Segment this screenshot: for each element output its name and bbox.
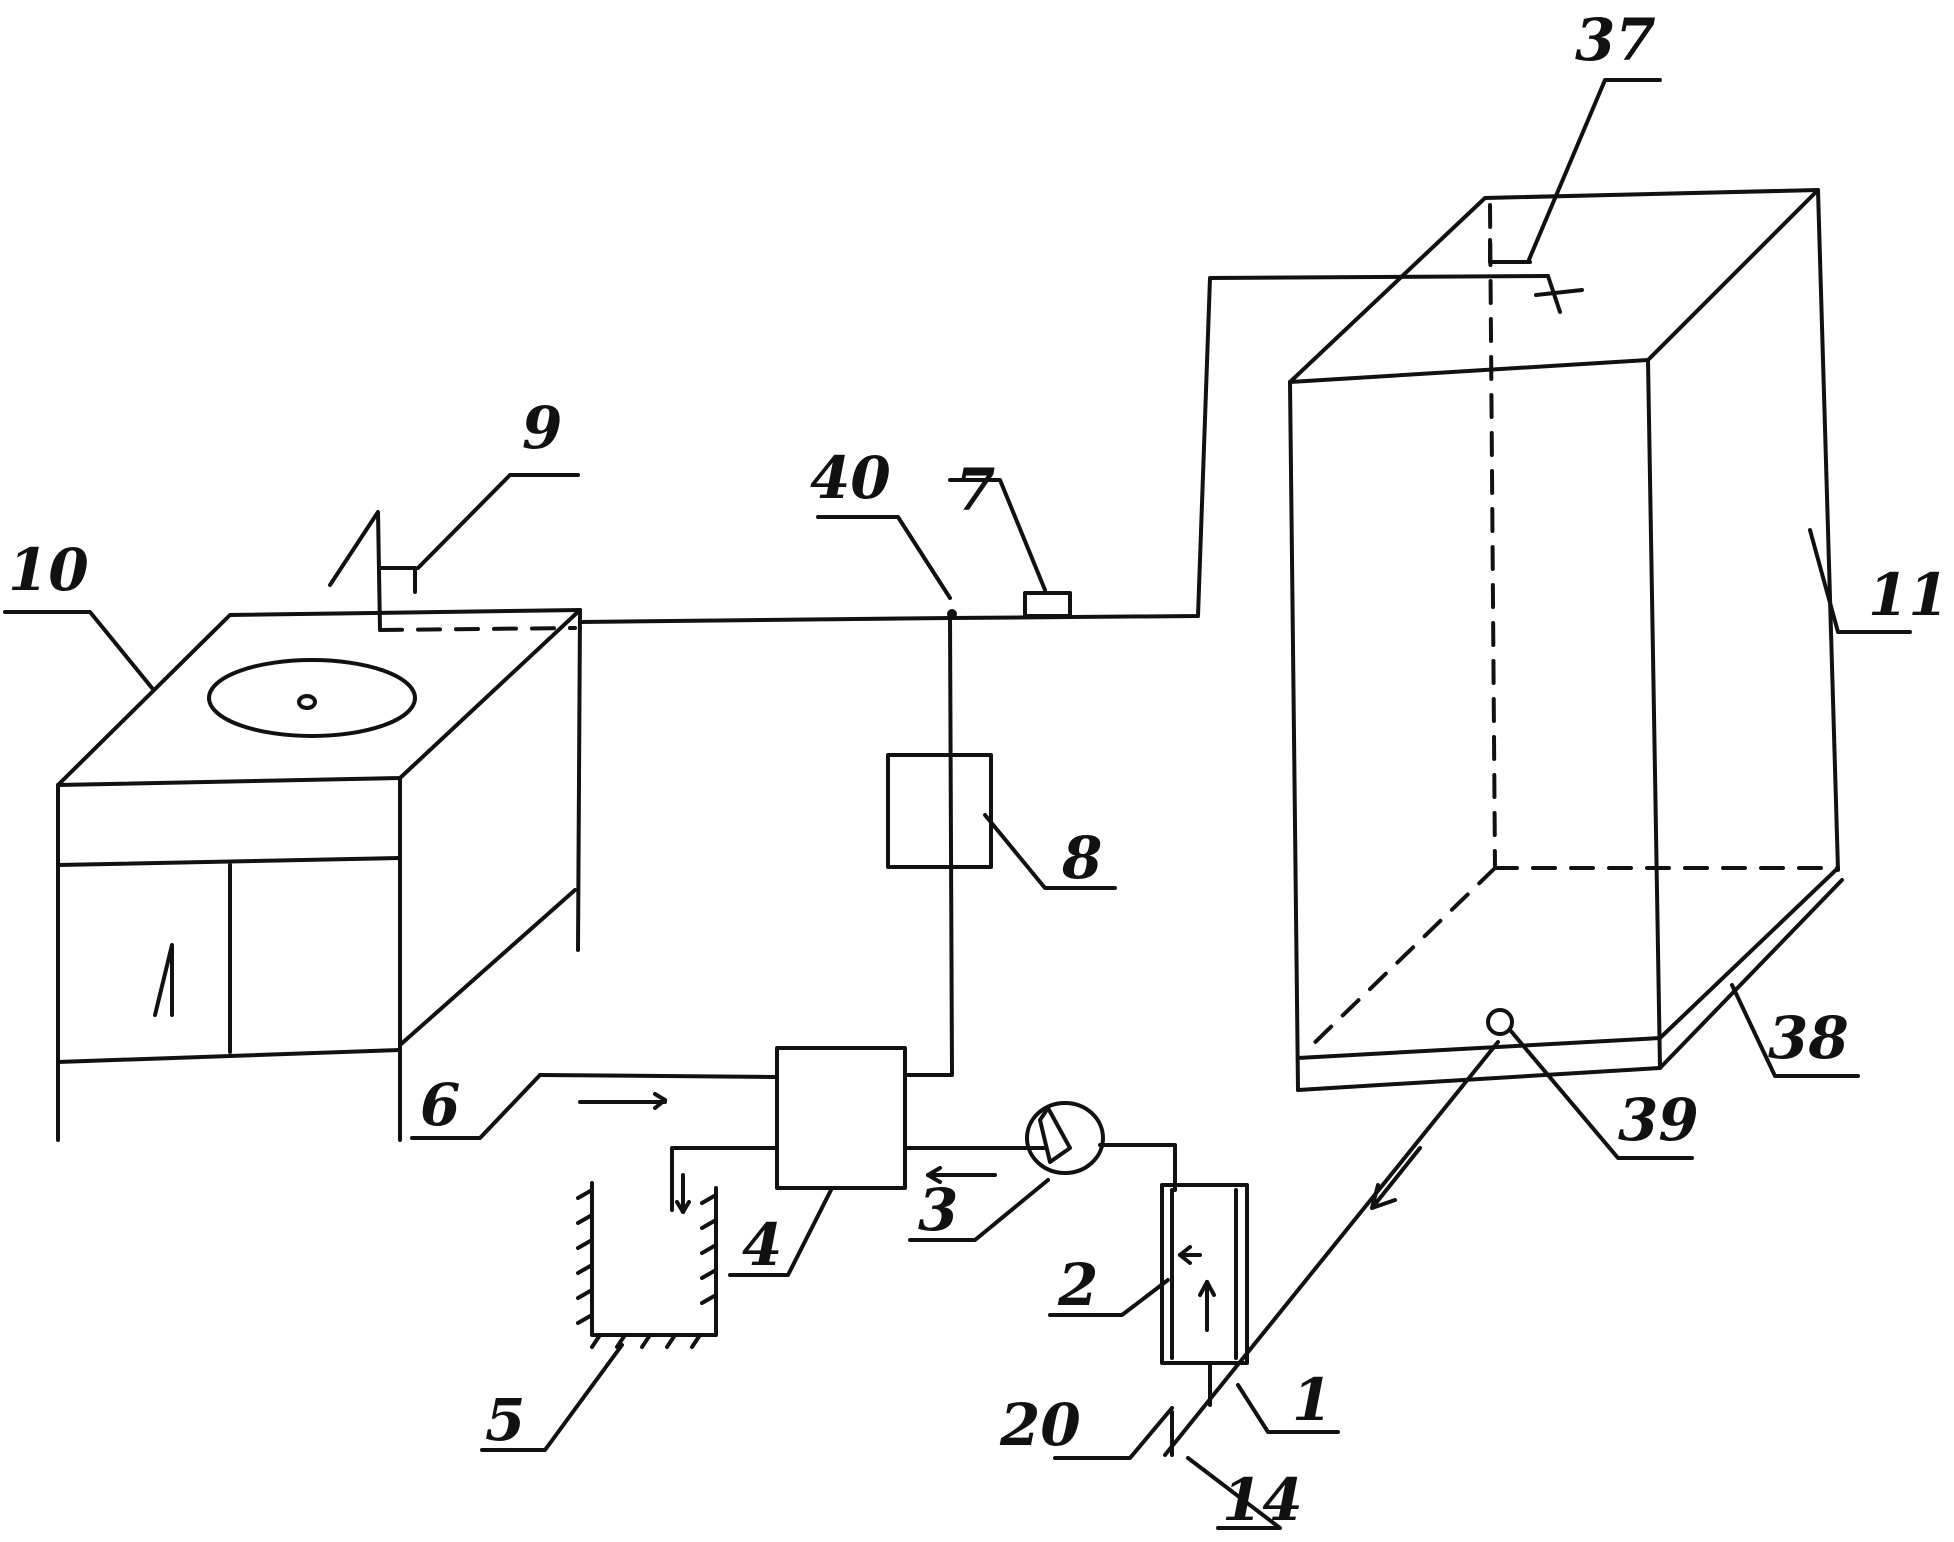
label-1: 1	[1292, 1366, 1332, 1434]
label-20: 20	[999, 1391, 1081, 1459]
label-9: 9	[522, 394, 562, 462]
label-5: 5	[485, 1386, 525, 1454]
label-10: 10	[8, 536, 89, 604]
label-14: 14	[1222, 1466, 1303, 1534]
switch-7	[1023, 591, 1072, 618]
junction-40	[947, 609, 957, 619]
label-38: 38	[1768, 1004, 1849, 1072]
label-39: 39	[1618, 1086, 1699, 1154]
filter-column-2	[1160, 1183, 1249, 1407]
sewer-5	[576, 1181, 718, 1349]
label-40: 40	[810, 444, 891, 512]
drain-hole	[297, 694, 317, 710]
faucet	[328, 510, 417, 632]
filter-8	[886, 753, 993, 869]
reference-numerals: 10 9 40 7 8 6 4 3 2 5 20 1 14 11 38 39 3…	[8, 6, 1949, 1534]
leader-lines	[3, 78, 1912, 1530]
drain-39	[1486, 1008, 1514, 1036]
shower-enclosure	[1288, 188, 1844, 1092]
label-7: 7	[955, 456, 995, 524]
tank-4	[538, 1046, 1047, 1214]
label-8: 8	[1061, 824, 1102, 892]
sink-cabinet	[56, 608, 582, 1142]
drain-pipe-1	[1163, 1040, 1500, 1457]
label-37: 37	[1575, 6, 1656, 74]
label-11: 11	[1868, 561, 1949, 629]
label-6: 6	[420, 1071, 460, 1139]
basin	[207, 658, 417, 738]
label-3: 3	[918, 1176, 958, 1244]
pump-3	[1025, 1101, 1177, 1192]
supply-pipe	[578, 274, 1584, 1077]
label-4: 4	[742, 1211, 782, 1279]
label-2: 2	[1057, 1251, 1098, 1319]
